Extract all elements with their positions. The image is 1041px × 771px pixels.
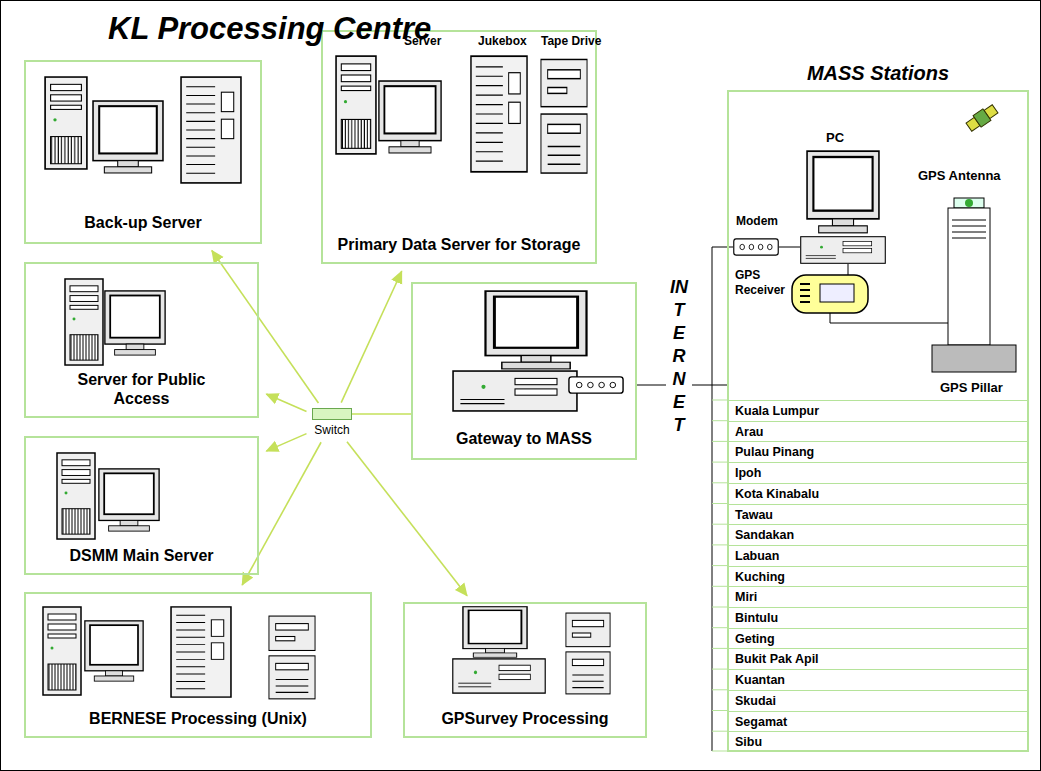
station-name: Miri (729, 587, 1027, 607)
station-row: Kota Kinabalu (729, 483, 1027, 504)
server-box: Primary Data Server for Storage (321, 30, 597, 264)
box-label: Back-up Server (84, 213, 201, 232)
station-name: Pulau Pinang (729, 442, 1027, 462)
station-name: Kuching (729, 567, 1027, 587)
switch-link (352, 413, 411, 415)
station-name: Arau (729, 422, 1027, 442)
label-wrap: Jukebox (478, 34, 527, 49)
label-wrap: PC (826, 130, 844, 145)
label-wrap: GPS Antenna (918, 168, 1001, 183)
station-name: Sibu (729, 732, 1027, 752)
server-box: BERNESE Processing (Unix) (24, 592, 372, 738)
box-label: BERNESE Processing (Unix) (89, 709, 307, 728)
station-row: Labuan (729, 545, 1027, 566)
vertical-label: INTERNET (670, 276, 688, 437)
box-label: Gateway to MASS (456, 429, 592, 448)
server-box: DSMM Main Server (24, 436, 259, 575)
label-wrap: Tape Drive (541, 34, 601, 49)
label-wrap: INTERNET (670, 276, 688, 437)
station-row: Geting (729, 628, 1027, 649)
station-row: Sibu (729, 731, 1027, 752)
switch-label: Switch (314, 423, 349, 437)
station-name: Bukit Pak Apil (729, 649, 1027, 669)
station-name: Skudai (729, 691, 1027, 711)
station-row: Arau (729, 421, 1027, 442)
station-row: Kuala Lumpur (729, 400, 1027, 421)
switch-link (266, 434, 306, 451)
station-name: Segamat (729, 712, 1027, 732)
server-box: Back-up Server (24, 60, 262, 244)
diagram-title: KL Processing Centre (108, 10, 431, 48)
part-label: Jukebox (478, 34, 527, 49)
title-wrap: KL Processing Centre (108, 10, 431, 48)
part-label: Tape Drive (541, 34, 601, 49)
panel-heading: MASS Stations (729, 61, 1027, 85)
part-label: GPS Antenna (918, 168, 1001, 183)
station-row: Bukit Pak Apil (729, 648, 1027, 669)
station-panel: MASS StationsKuala LumpurArauPulau Pinan… (727, 90, 1029, 752)
box-label: Primary Data Server for Storage (338, 235, 581, 254)
station-row: Bintulu (729, 607, 1027, 628)
station-row: Skudai (729, 690, 1027, 711)
box-label: Server for Public Access (67, 370, 217, 408)
part-label: PC (826, 130, 844, 145)
station-row: Tawau (729, 504, 1027, 525)
station-name: Tawau (729, 505, 1027, 525)
label-wrap: Server (404, 34, 441, 49)
station-name: Bintulu (729, 608, 1027, 628)
server-box: Gateway to MASS (411, 282, 637, 460)
station-row: Miri (729, 586, 1027, 607)
station-name: Sandakan (729, 525, 1027, 545)
part-label: GPS Receiver (735, 268, 797, 298)
station-row: Kuching (729, 566, 1027, 587)
label-wrap: GPS Pillar (940, 380, 1003, 395)
part-label: Modem (736, 214, 778, 229)
station-row: Ipoh (729, 462, 1027, 483)
station-name: Kota Kinabalu (729, 484, 1027, 504)
station-name: Ipoh (729, 463, 1027, 483)
station-row: Pulau Pinang (729, 441, 1027, 462)
station-row: Sandakan (729, 524, 1027, 545)
station-row: Kuantan (729, 669, 1027, 690)
switch-link (212, 251, 319, 404)
station-name: Kuantan (729, 670, 1027, 690)
box-label: DSMM Main Server (69, 546, 213, 565)
station-row: Segamat (729, 711, 1027, 732)
station-name: Geting (729, 629, 1027, 649)
label-wrap: GPS Receiver (735, 268, 797, 298)
switch-link (266, 394, 306, 411)
part-label: Server (404, 34, 441, 49)
station-name: Labuan (729, 546, 1027, 566)
label-wrap: Modem (736, 214, 778, 229)
box-label: GPSurvey Processing (441, 709, 608, 728)
switch-link (341, 271, 402, 402)
server-box: Server for Public Access (24, 262, 259, 418)
switch-link (242, 442, 321, 585)
server-box: GPSurvey Processing (403, 602, 647, 738)
network-switch: Switch (312, 408, 352, 420)
station-name: Kuala Lumpur (729, 401, 1027, 421)
switch-link (347, 442, 467, 596)
part-label: GPS Pillar (940, 380, 1003, 395)
